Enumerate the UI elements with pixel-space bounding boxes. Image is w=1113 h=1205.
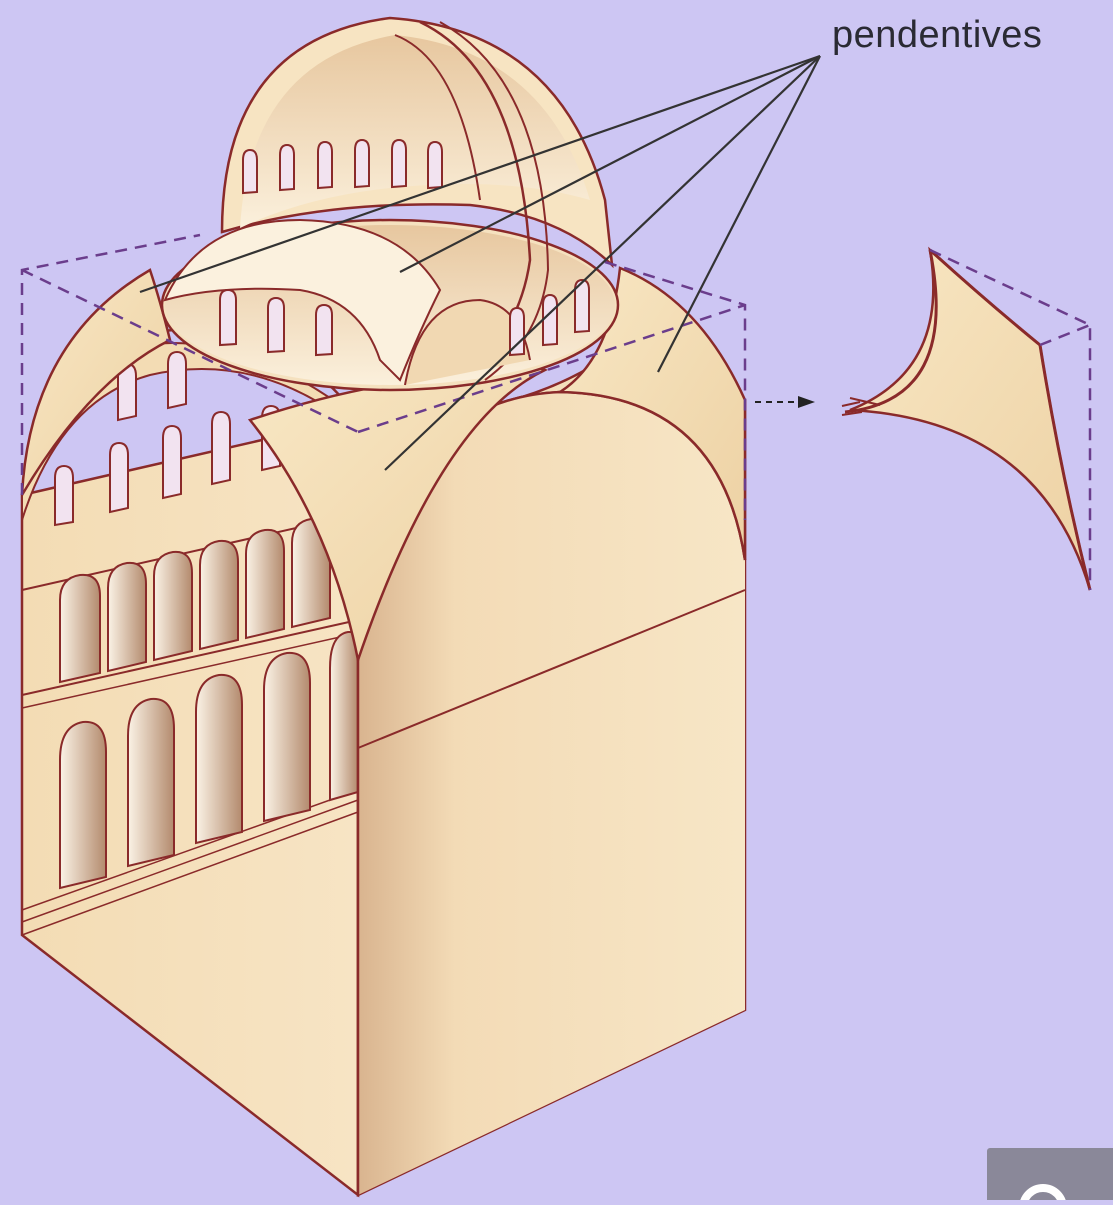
front-wall	[356, 328, 747, 1197]
upper-gallery-arcade	[59, 517, 331, 684]
lower-arcade	[59, 631, 359, 890]
dashed-cube-outline	[20, 233, 747, 520]
search-button[interactable]	[987, 1148, 1113, 1200]
detached-pendentive	[841, 246, 1092, 591]
search-icon	[1020, 1184, 1066, 1200]
pendentive-surfaces	[20, 266, 747, 665]
dome-windows	[219, 138, 590, 357]
leader-lines	[139, 54, 821, 471]
transfer-arrow	[755, 396, 815, 408]
pendentives-label: pendentives	[832, 14, 1043, 56]
